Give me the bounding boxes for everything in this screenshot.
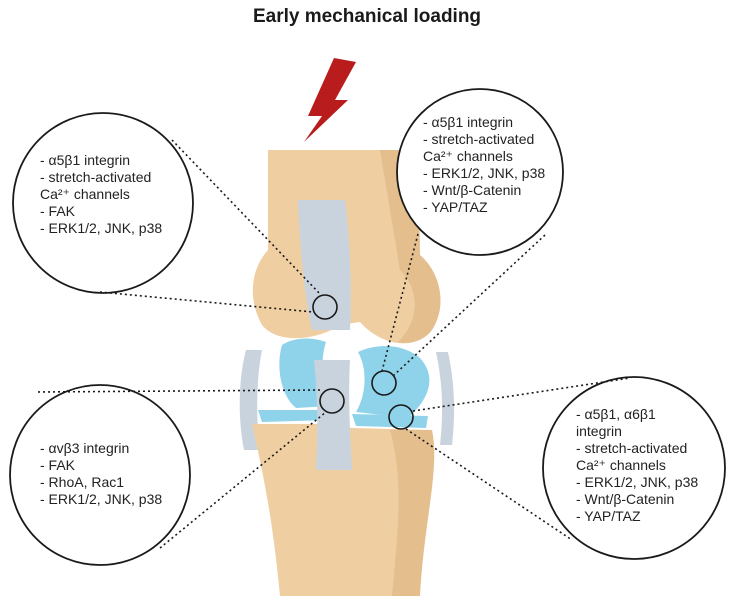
callout-line: - Wnt/β-Catenin (576, 491, 675, 507)
callout-top-left-text: - α5β1 integrin - stretch-activated Ca²⁺… (40, 152, 162, 237)
focus-circle-top-right (371, 370, 397, 396)
callout-line: - α5β1 integrin (423, 114, 514, 130)
callout-line: - α5β1, α6β1 (576, 406, 656, 422)
callout-line: Ca²⁺ channels (576, 457, 666, 473)
callout-bottom-right-text: - α5β1, α6β1 integrin - stretch-activate… (576, 406, 698, 525)
callout-line: - αvβ3 integrin (40, 440, 130, 456)
focus-circle-bottom-right (388, 404, 414, 430)
callout-line: - Wnt/β-Catenin (423, 182, 522, 198)
connector-line (159, 411, 327, 549)
callout-line: - stretch-activated (40, 169, 152, 185)
callout-line: - stretch-activated (423, 131, 535, 147)
lateral-cartilage (356, 346, 430, 418)
connector-line (381, 233, 419, 372)
callout-circle-bottom-left (9, 384, 191, 566)
connector-line (37, 389, 323, 393)
tibia-bone (252, 424, 435, 596)
medial-meniscus (258, 410, 330, 422)
callout-line: - ERK1/2, JNK, p38 (576, 474, 699, 490)
callout-line: - ERK1/2, JNK, p38 (40, 491, 163, 507)
connector-line (412, 377, 631, 412)
callout-line: - FAK (40, 457, 76, 473)
lateral-collateral-ligament (436, 352, 455, 445)
connector-line (405, 428, 573, 541)
callout-line: - α5β1 integrin (40, 152, 131, 168)
connector-line (393, 234, 546, 376)
callout-line: - ERK1/2, JNK, p38 (423, 165, 546, 181)
callout-line: Ca²⁺ channels (40, 186, 130, 202)
callout-circle-top-right (396, 88, 564, 256)
lightning-icon (304, 58, 356, 142)
callout-line: - ERK1/2, JNK, p38 (40, 220, 163, 236)
callout-line: Ca²⁺ channels (423, 148, 513, 164)
callout-line: integrin (576, 423, 622, 439)
callout-circle-top-left (12, 112, 194, 294)
callout-line: - YAP/TAZ (576, 508, 641, 524)
callout-line: - RhoA, Rac1 (40, 474, 125, 490)
callout-line: - stretch-activated (576, 440, 688, 456)
callout-line: - FAK (40, 203, 76, 219)
focus-circle-top-left (312, 294, 338, 320)
focus-circle-bottom-left (319, 388, 345, 414)
diagram-title: Early mechanical loading (252, 6, 482, 27)
cruciate-ligament (314, 360, 352, 470)
connector-line (171, 139, 322, 296)
callout-circle-bottom-right (542, 376, 726, 560)
femur-shade (380, 150, 441, 343)
callout-bottom-left-text: - αvβ3 integrin - FAK - RhoA, Rac1 - ERK… (40, 440, 162, 508)
callout-line: - YAP/TAZ (423, 199, 488, 215)
connector-line (99, 291, 314, 313)
quadriceps-tendon (298, 200, 351, 330)
tibia-shade (390, 430, 435, 596)
callout-top-right-text: - α5β1 integrin - stretch-activated Ca²⁺… (423, 114, 545, 216)
